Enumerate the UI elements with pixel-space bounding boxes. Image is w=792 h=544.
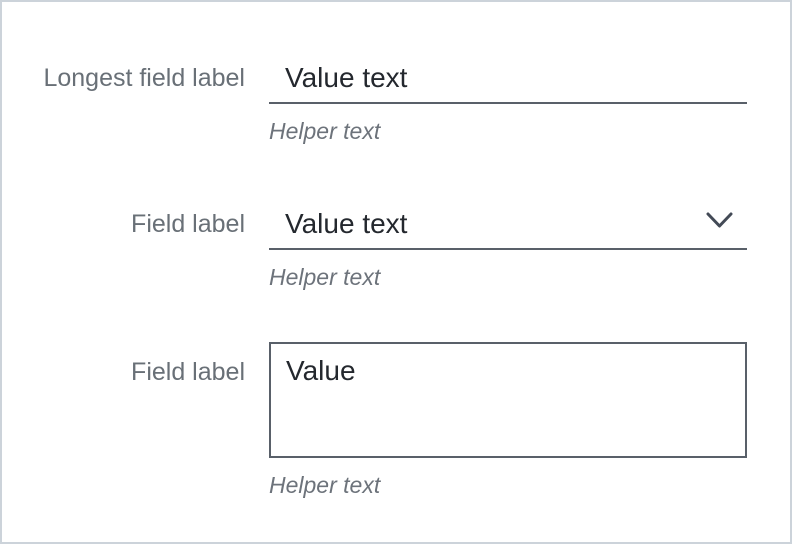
field-label: Longest field label bbox=[43, 64, 245, 92]
helper-text: Helper text bbox=[269, 264, 381, 290]
select-value: Value text bbox=[285, 208, 408, 239]
field-group-textarea: Field label Value Helper text bbox=[2, 342, 790, 500]
input-column: Helper text bbox=[269, 58, 747, 146]
select-field[interactable]: Value text bbox=[269, 204, 747, 250]
input-column: Value text Helper text bbox=[269, 204, 747, 292]
form: Longest field label Helper text Field la… bbox=[2, 2, 790, 500]
field-label: Field label bbox=[131, 358, 245, 386]
text-input-wrapper bbox=[269, 58, 747, 104]
field-group-text-input: Longest field label Helper text bbox=[2, 58, 790, 146]
field-group-select: Field label Value text Helper text bbox=[2, 204, 790, 292]
chevron-down-icon bbox=[706, 212, 733, 228]
helper-text: Helper text bbox=[269, 118, 381, 144]
field-label: Field label bbox=[131, 210, 245, 238]
helper-text: Helper text bbox=[269, 472, 381, 498]
text-input[interactable] bbox=[285, 60, 747, 96]
textarea-field[interactable]: Value bbox=[269, 342, 747, 458]
input-column: Value Helper text bbox=[269, 342, 747, 500]
